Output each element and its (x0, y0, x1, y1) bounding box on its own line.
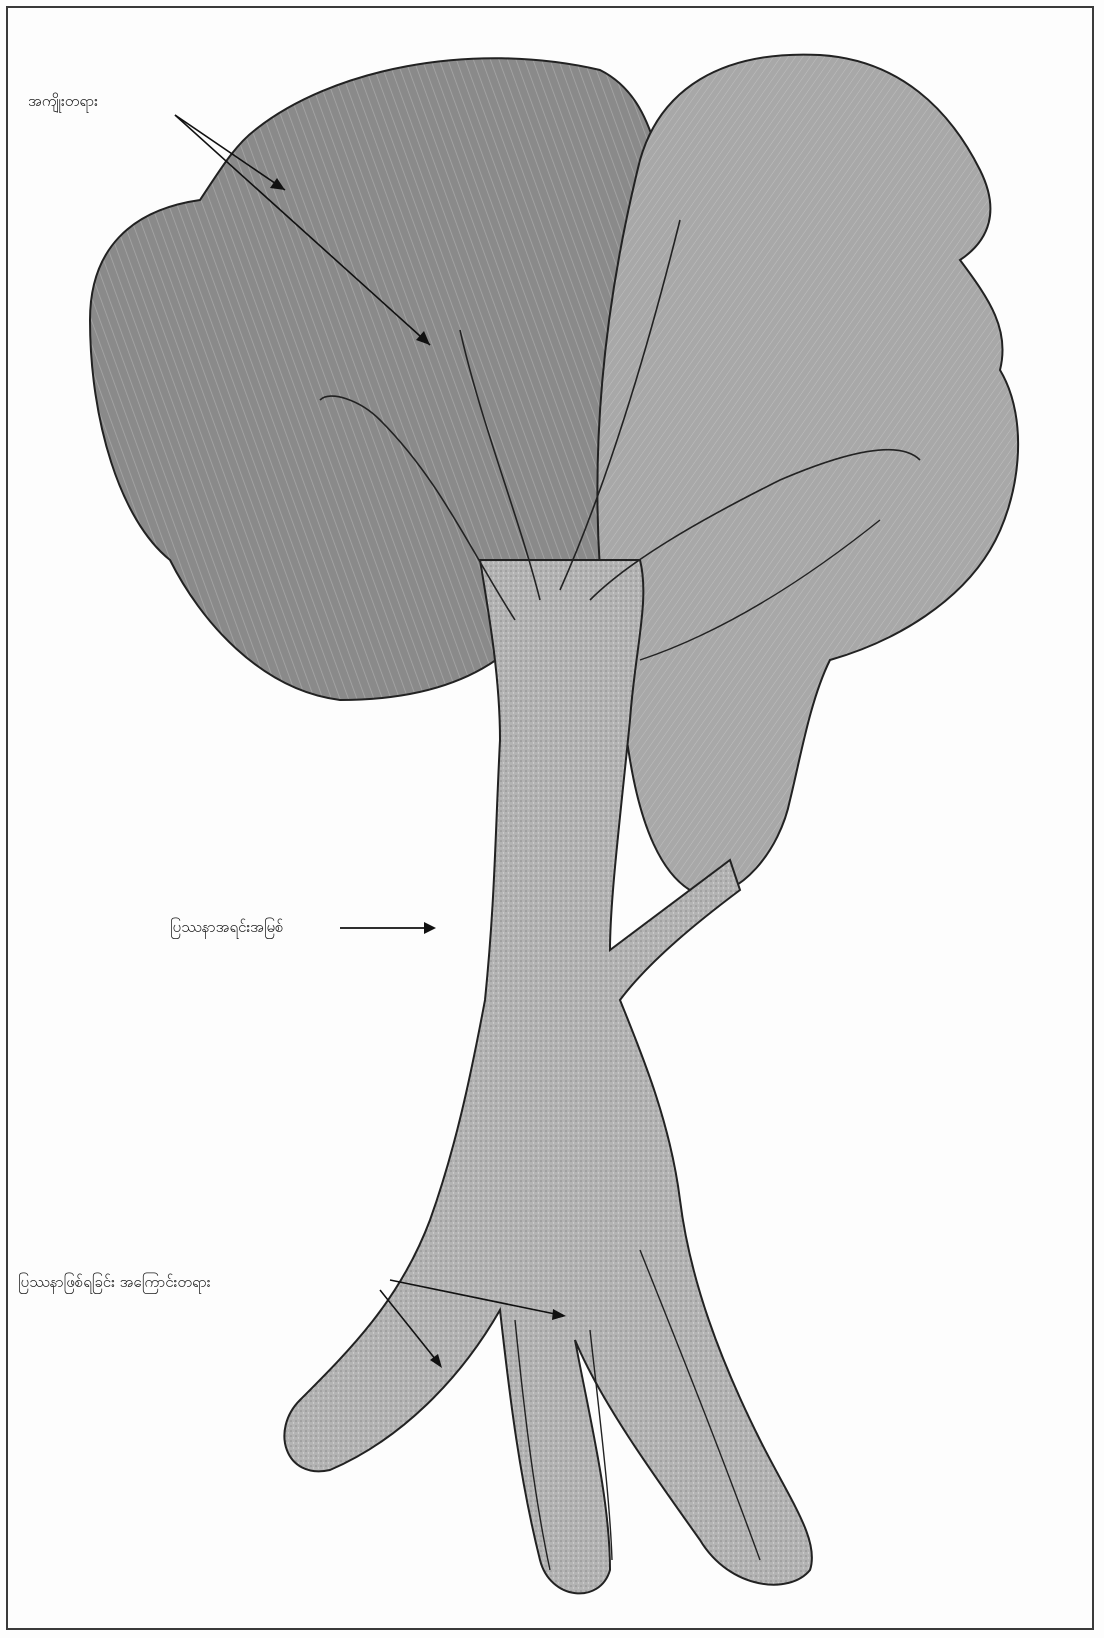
effects-label: အကျိုးတရား (28, 92, 98, 114)
causes-label: ပြဿနာဖြစ်ရခြင်း အကြောင်းတရား (18, 1273, 211, 1295)
core-problem-label: ပြဿနာအရင်းအမြစ် (170, 918, 283, 940)
canopy-right-lobe (597, 55, 1018, 896)
core-problem-arrowhead (424, 922, 436, 934)
